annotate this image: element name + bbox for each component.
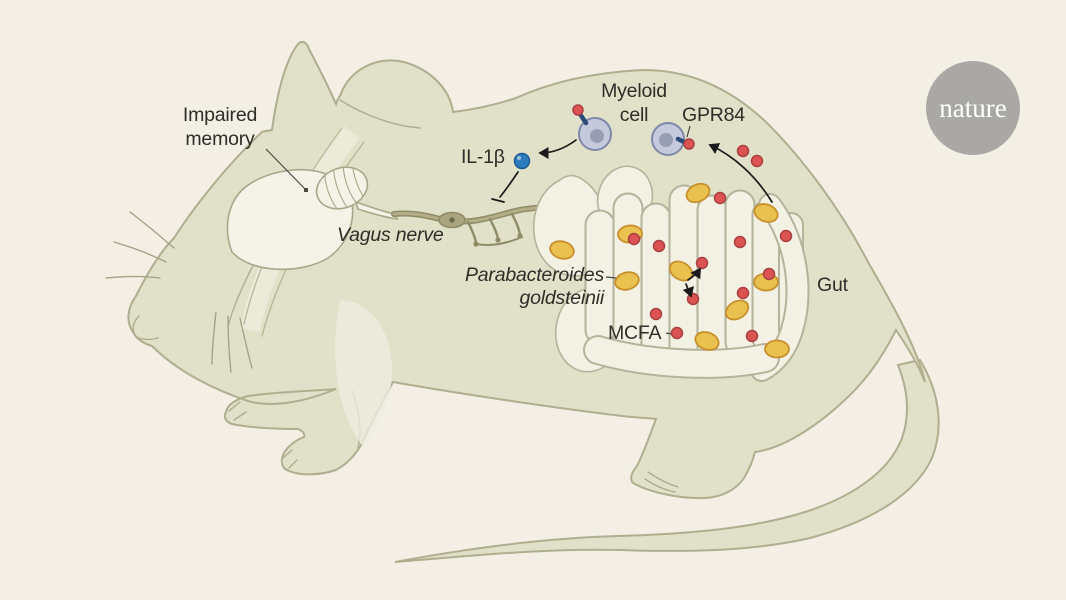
arrow-mcfa-to-gpr84 bbox=[708, 143, 773, 203]
nature-logo-text: nature bbox=[939, 92, 1007, 123]
bacteria-group bbox=[549, 182, 790, 359]
il1b-molecule bbox=[513, 152, 531, 170]
mcfa-dot bbox=[736, 144, 750, 158]
mcfa-dot bbox=[686, 292, 700, 306]
label-myeloid-cell-line1: Myeloid bbox=[601, 80, 667, 102]
label-vagus-nerve: Vagus nerve bbox=[337, 224, 444, 246]
myeloid-cell-2 bbox=[651, 122, 695, 156]
brain bbox=[226, 166, 399, 271]
label-impaired-memory-line2: memory bbox=[185, 128, 255, 150]
nature-logo: nature bbox=[926, 61, 1020, 155]
label-myeloid-cell-line2: cell bbox=[619, 104, 649, 126]
mcfa-dot bbox=[572, 104, 584, 116]
mcfa-dot bbox=[652, 239, 666, 253]
label-myeloid-cell: Myeloid cell bbox=[584, 79, 684, 127]
label-mcfa: MCFA bbox=[608, 322, 662, 344]
pointer-mcfa bbox=[665, 332, 672, 335]
pointer-gpr84 bbox=[686, 125, 691, 138]
pointer-impaired-memory bbox=[265, 148, 307, 191]
arrow-bacterium-secretes-2 bbox=[682, 283, 694, 298]
mcfa-dot bbox=[695, 256, 709, 270]
label-impaired-memory: Impaired memory bbox=[145, 103, 295, 151]
label-parabacteroides-goldsteinii: Parabacteroides goldsteinii bbox=[436, 264, 604, 310]
mouse-tail bbox=[394, 358, 940, 563]
mcfa-dot bbox=[736, 286, 750, 300]
bacterium bbox=[549, 240, 575, 260]
mcfa-dot bbox=[670, 326, 684, 340]
arrow-bacterium-secretes-1 bbox=[687, 267, 701, 281]
label-gpr84: GPR84 bbox=[682, 104, 745, 126]
inhibition-line-il1b-to-nerve bbox=[499, 171, 519, 198]
arrow-myeloid-to-il1b bbox=[538, 139, 577, 159]
bacterium bbox=[614, 271, 640, 291]
mcfa-dot bbox=[649, 307, 663, 321]
vagus-nerve bbox=[391, 203, 551, 247]
bacterium bbox=[694, 331, 720, 351]
inhibition-tbar bbox=[491, 198, 505, 203]
label-parabacteroides-line2: goldsteinii bbox=[519, 287, 604, 309]
mcfa-dot bbox=[713, 191, 727, 205]
gpr84-receptor bbox=[577, 111, 589, 126]
pointer-lines bbox=[265, 125, 691, 335]
bacterium bbox=[764, 339, 790, 359]
label-il1b: IL-1β bbox=[461, 146, 505, 168]
bacterium bbox=[685, 182, 711, 204]
mcfa-dot bbox=[683, 138, 695, 150]
bacterium bbox=[724, 299, 750, 321]
mcfa-dot bbox=[733, 235, 747, 249]
mcfa-dot bbox=[750, 154, 764, 168]
mcfa-dot bbox=[627, 232, 641, 246]
mcfa-dot bbox=[745, 329, 759, 343]
label-impaired-memory-line1: Impaired bbox=[182, 104, 258, 126]
mcfa-dot bbox=[779, 229, 793, 243]
myeloid-cell-1 bbox=[572, 104, 612, 151]
label-gut: Gut bbox=[817, 274, 848, 296]
arrows bbox=[491, 139, 773, 298]
mcfa-dot bbox=[762, 267, 776, 281]
bacterium bbox=[753, 203, 779, 223]
label-parabacteroides-line1: Parabacteroides bbox=[464, 264, 604, 286]
brainstem bbox=[354, 200, 399, 221]
pointer-parabacteroides bbox=[605, 276, 617, 279]
whiskers bbox=[105, 211, 253, 373]
